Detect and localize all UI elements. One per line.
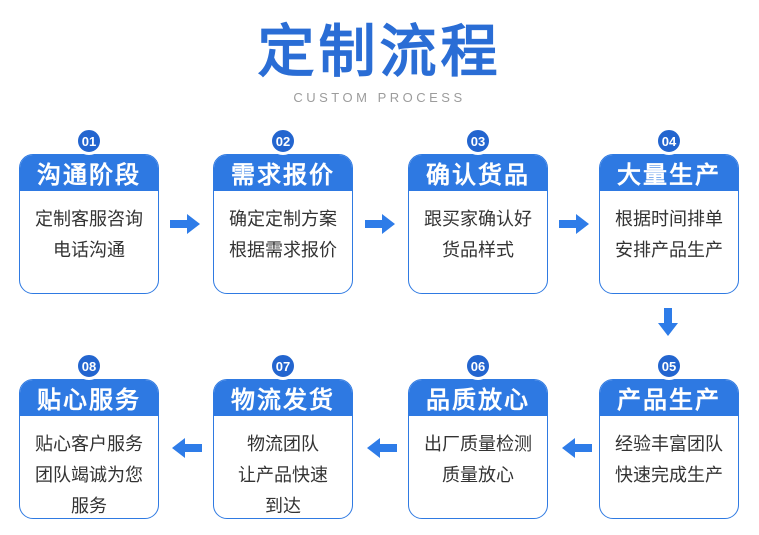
step-card-08: 08 贴心服务 贴心客户服务 团队竭诚为您 服务 [19,352,159,519]
step-title: 大量生产 [600,155,738,191]
step-number-badge: 05 [655,352,683,380]
step-description: 确定定制方案 根据需求报价 [229,208,337,260]
page-subtitle: CUSTOM PROCESS [293,90,466,105]
step-title: 需求报价 [214,155,352,191]
step-card-07: 07 物流发货 物流团队 让产品快速 到达 [213,352,353,519]
step-card-box: 需求报价 确定定制方案 根据需求报价 [213,154,353,294]
step-card-box: 确认货品 跟买家确认好 货品样式 [408,154,548,294]
step-description: 跟买家确认好 货品样式 [424,208,532,260]
step-title: 确认货品 [409,155,547,191]
step-title: 品质放心 [409,380,547,416]
step-description: 定制客服咨询 电话沟通 [35,208,143,260]
step-title: 沟通阶段 [20,155,158,191]
step-card-box: 物流发货 物流团队 让产品快速 到达 [213,379,353,519]
flow-arrow-down-icon [658,308,678,336]
page-title: 定制流程 [257,20,502,84]
step-title: 贴心服务 [20,380,158,416]
step-number-badge: 01 [75,127,103,155]
step-card-01: 01 沟通阶段 定制客服咨询 电话沟通 [19,127,159,294]
step-number-badge: 04 [655,127,683,155]
flow-arrow-right-icon [365,214,395,234]
step-card-box: 沟通阶段 定制客服咨询 电话沟通 [19,154,159,294]
flow-arrow-left-icon [172,438,202,458]
step-description: 物流团队 让产品快速 到达 [238,433,328,516]
step-card-04: 04 大量生产 根据时间排单 安排产品生产 [599,127,739,294]
step-number-badge: 07 [269,352,297,380]
step-card-box: 贴心服务 贴心客户服务 团队竭诚为您 服务 [19,379,159,519]
step-number-badge: 06 [464,352,492,380]
flow-arrow-right-icon [559,214,589,234]
step-description: 贴心客户服务 团队竭诚为您 服务 [35,433,143,516]
step-description: 出厂质量检测 质量放心 [424,433,532,485]
step-number-badge: 08 [75,352,103,380]
step-number-badge: 02 [269,127,297,155]
step-card-03: 03 确认货品 跟买家确认好 货品样式 [408,127,548,294]
step-card-box: 产品生产 经验丰富团队 快速完成生产 [599,379,739,519]
step-card-02: 02 需求报价 确定定制方案 根据需求报价 [213,127,353,294]
step-card-05: 05 产品生产 经验丰富团队 快速完成生产 [599,352,739,519]
flow-arrow-left-icon [367,438,397,458]
step-card-box: 大量生产 根据时间排单 安排产品生产 [599,154,739,294]
flow-arrow-right-icon [170,214,200,234]
step-description: 根据时间排单 安排产品生产 [615,208,723,260]
step-number-badge: 03 [464,127,492,155]
flow-arrow-left-icon [562,438,592,458]
step-card-box: 品质放心 出厂质量检测 质量放心 [408,379,548,519]
step-description: 经验丰富团队 快速完成生产 [615,433,723,485]
step-card-06: 06 品质放心 出厂质量检测 质量放心 [408,352,548,519]
step-title: 物流发货 [214,380,352,416]
step-title: 产品生产 [600,380,738,416]
